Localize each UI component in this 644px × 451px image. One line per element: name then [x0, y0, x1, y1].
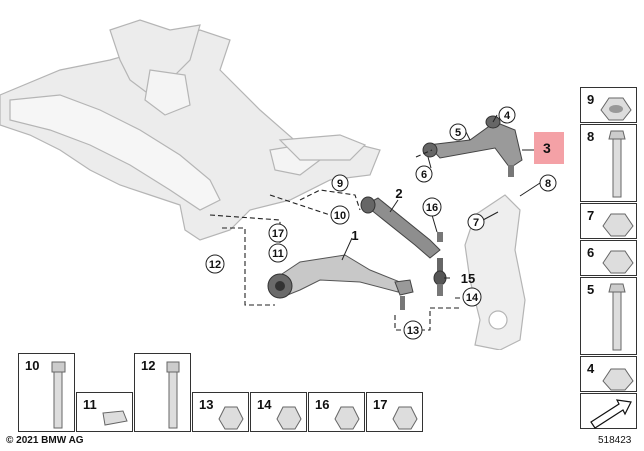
- clip-icon: [102, 410, 128, 426]
- part-number: 11: [83, 397, 97, 412]
- stabilizer-link: [433, 258, 447, 296]
- part-box-9[interactable]: 9: [580, 87, 637, 123]
- nut-icon: [218, 406, 244, 430]
- nut-icon: [600, 97, 632, 121]
- lower-wishbone: [267, 254, 414, 310]
- part-box-11[interactable]: 11: [76, 392, 133, 432]
- part-number: 9: [587, 92, 595, 107]
- svg-text:11: 11: [272, 248, 284, 260]
- part-number: 16: [315, 397, 330, 412]
- callout-10: 10: [330, 205, 350, 225]
- arrow-box[interactable]: [580, 393, 637, 429]
- svg-text:9: 9: [337, 178, 343, 190]
- copyright-text: © 2021 BMW AG: [6, 435, 84, 446]
- callout-9: 9: [331, 174, 349, 192]
- callout-14: 14: [462, 287, 482, 307]
- diagram-number: 518423: [598, 435, 632, 446]
- nut-icon: [334, 406, 360, 430]
- nut-icon: [602, 250, 634, 274]
- nut-icon: [392, 406, 418, 430]
- part-box-8[interactable]: 8: [580, 124, 637, 202]
- part-box-4[interactable]: 4: [580, 356, 637, 392]
- part-box-7[interactable]: 7: [580, 203, 637, 239]
- callout-3: 3: [543, 140, 551, 156]
- callout-1: 1: [351, 228, 358, 243]
- part-number: 14: [257, 397, 272, 412]
- front-subframe: [0, 19, 381, 241]
- callout-11: 11: [268, 243, 288, 263]
- callout-12: 12: [205, 254, 225, 274]
- exploded-diagram: 4 5 6 8 7 9 10 16 17 11 12 13 14 2 1 15: [0, 19, 557, 350]
- part-box-16[interactable]: 16: [308, 392, 365, 432]
- callout-6: 6: [415, 165, 433, 183]
- svg-text:10: 10: [334, 210, 346, 222]
- nut-icon: [602, 213, 634, 237]
- callout-17: 17: [268, 223, 288, 243]
- part-box-5[interactable]: 5: [580, 277, 637, 355]
- part-number: 13: [199, 397, 214, 412]
- bolt-icon: [51, 361, 66, 429]
- part-number: 5: [587, 282, 595, 297]
- callout-8: 8: [539, 174, 557, 192]
- upper-wishbone: [422, 115, 523, 177]
- part-box-13[interactable]: 13: [192, 392, 249, 432]
- svg-text:17: 17: [272, 228, 284, 240]
- part-box-12[interactable]: 12: [134, 353, 191, 432]
- callout-5: 5: [449, 123, 467, 141]
- part-number: 12: [141, 358, 156, 373]
- nut-icon: [276, 406, 302, 430]
- callout-2: 2: [395, 186, 402, 201]
- callout-3-highlight[interactable]: 3: [534, 132, 564, 164]
- svg-text:16: 16: [426, 202, 438, 214]
- part-number: 4: [587, 361, 595, 376]
- part-number: 6: [587, 245, 595, 260]
- bolt-icon: [166, 361, 180, 429]
- part-box-17[interactable]: 17: [366, 392, 423, 432]
- callout-15: 15: [461, 271, 475, 286]
- arrow-icon: [590, 399, 632, 429]
- callout-16: 16: [422, 197, 442, 217]
- nut-icon: [602, 368, 634, 391]
- solid-leaders: [341, 114, 541, 279]
- svg-text:14: 14: [466, 292, 479, 304]
- part-number: 7: [587, 208, 595, 223]
- steering-knuckle: [464, 194, 526, 350]
- callout-13: 13: [403, 320, 423, 340]
- svg-text:6: 6: [421, 169, 427, 181]
- svg-text:4: 4: [504, 110, 511, 122]
- part-box-14[interactable]: 14: [250, 392, 307, 432]
- callout-4: 4: [498, 106, 516, 124]
- svg-text:12: 12: [209, 259, 221, 271]
- tension-strut: [360, 196, 443, 259]
- bolt-icon: [608, 283, 626, 351]
- svg-text:7: 7: [473, 217, 479, 229]
- bolt-icon: [608, 130, 626, 198]
- part-number: 17: [373, 397, 388, 412]
- callout-7: 7: [467, 213, 485, 231]
- svg-text:8: 8: [545, 178, 551, 190]
- svg-text:5: 5: [455, 127, 461, 139]
- part-number: 10: [25, 358, 40, 373]
- part-box-10[interactable]: 10: [18, 353, 75, 432]
- svg-text:13: 13: [407, 325, 419, 337]
- part-box-6[interactable]: 6: [580, 240, 637, 276]
- part-number: 8: [587, 129, 595, 144]
